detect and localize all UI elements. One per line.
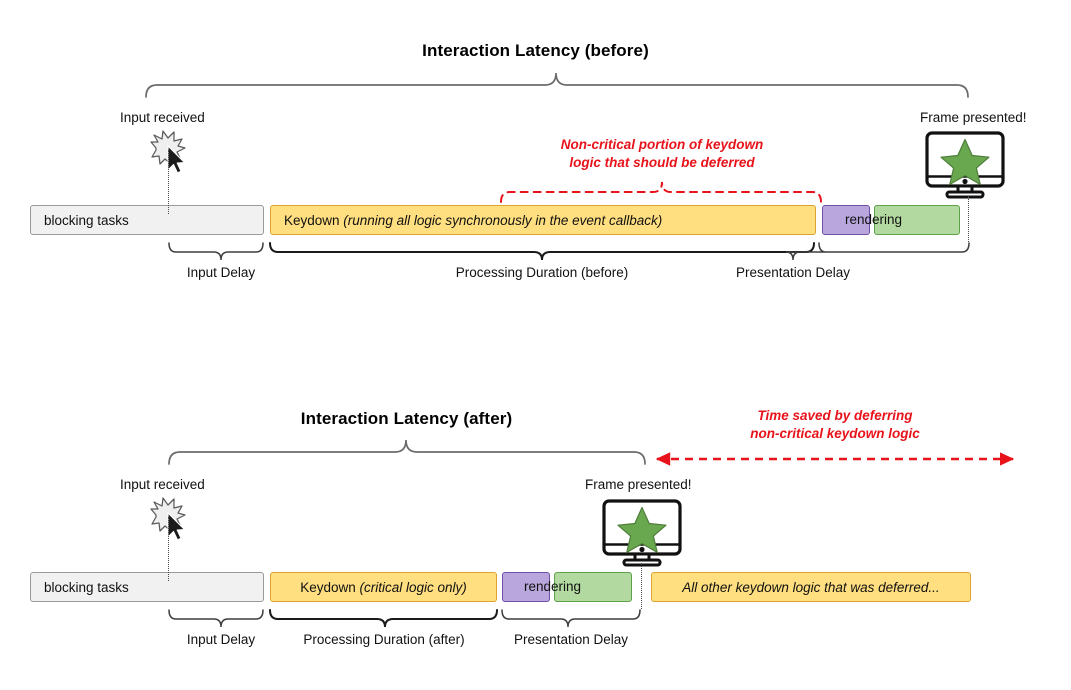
bar-keydown-before[interactable]: Keydown (running all logic synchronously… — [270, 205, 816, 235]
frame-presented-caption-before: Frame presented! — [920, 110, 1027, 125]
frame-connector-line-before — [968, 196, 969, 242]
rendering-label-before: rendering — [845, 212, 903, 227]
red-annotation-line1: Time saved by deferring — [757, 408, 913, 423]
diagram-title-after: Interaction Latency (after) — [300, 409, 513, 428]
bar-keydown-after[interactable]: Keydown (critical logic only) — [270, 572, 497, 602]
red-annotation-line2: logic that should be deferred — [569, 154, 755, 170]
bar-render-purple-before[interactable] — [822, 205, 870, 235]
frame-presented-caption-after: Frame presented! — [585, 477, 692, 492]
bar-label: blocking tasks — [44, 212, 129, 228]
bar-label-wrap: Keydown (running all logic synchronously… — [271, 213, 662, 228]
frame-connector-line-after — [641, 563, 642, 609]
input-connector-line-after — [168, 517, 169, 581]
bar-label-italic: All other keydown logic that was deferre… — [682, 579, 940, 595]
bar-label-plain: Keydown — [284, 212, 344, 228]
bar-label-wrap: Keydown (critical logic only) — [271, 580, 496, 595]
bar-label-plain: Keydown — [300, 579, 360, 595]
input-connector-line-before — [168, 150, 169, 214]
phase-label-processing-after: Processing Duration (after) — [303, 632, 465, 647]
rendering-label-after: rendering — [524, 579, 582, 594]
bar-label-italic: (critical logic only) — [359, 579, 467, 595]
bar-deferred-logic-after[interactable]: All other keydown logic that was deferre… — [651, 572, 971, 602]
bar-render-purple-after[interactable] — [502, 572, 550, 602]
phase-label-input-delay-after: Input Delay — [186, 632, 256, 647]
bar-label-italic: (running all logic synchronously in the … — [343, 212, 663, 228]
red-annotation-line1: Non-critical portion of keydown — [560, 137, 764, 152]
bar-label: blocking tasks — [44, 579, 129, 595]
red-annotation-before: Non-critical portion of keydown logic th… — [452, 136, 872, 172]
bar-render-green-after[interactable] — [554, 572, 632, 602]
bar-blocking-tasks-before[interactable]: blocking tasks — [30, 205, 264, 235]
diagram-title-before: Interaction Latency (before) — [422, 41, 649, 60]
phase-label-presentation-after: Presentation Delay — [513, 632, 629, 647]
red-annotation-after: Time saved by deferring non-critical key… — [680, 407, 990, 443]
bar-blocking-tasks-after[interactable]: blocking tasks — [30, 572, 264, 602]
input-received-caption-before: Input received — [120, 110, 205, 125]
phase-label-presentation-before: Presentation Delay — [735, 265, 851, 280]
phase-label-input-delay-before: Input Delay — [186, 265, 256, 280]
bar-render-green-before[interactable] — [874, 205, 960, 235]
phase-label-processing-before: Processing Duration (before) — [455, 265, 629, 280]
bar-label: All other keydown logic that was deferre… — [652, 580, 970, 595]
input-received-caption-after: Input received — [120, 477, 205, 492]
red-annotation-line2: non-critical keydown logic — [750, 425, 920, 441]
